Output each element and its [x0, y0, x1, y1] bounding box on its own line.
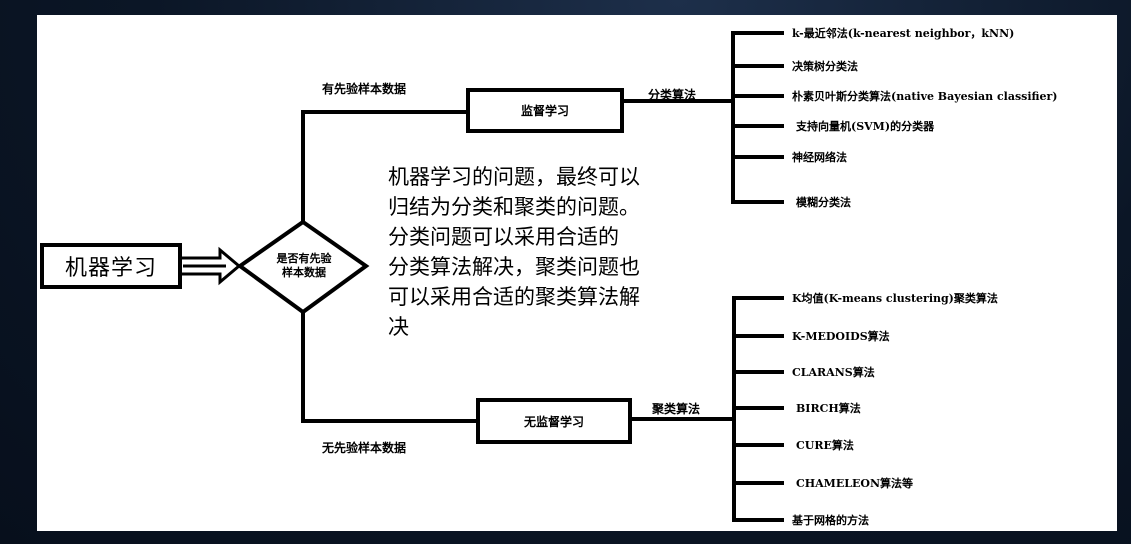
leaf-classification-5: 神经网络法 — [792, 151, 847, 164]
edge-label-supervised: 有先验样本数据 — [322, 82, 407, 96]
summary-note-line: 决 — [388, 315, 409, 339]
decision-label: 是否有先验 样本数据 — [262, 252, 346, 280]
decision-label-line2: 样本数据 — [282, 266, 326, 279]
summary-note-line: 分类问题可以采用合适的 — [388, 225, 619, 249]
leaf-clustering-4: BIRCH算法 — [796, 402, 861, 415]
leaf-clustering-6: CHAMELEON算法等 — [796, 477, 913, 490]
root-label: 机器学习 — [64, 256, 157, 281]
leaf-clustering-3: CLARANS算法 — [792, 366, 875, 379]
supervised-node: 监督学习 — [466, 88, 624, 133]
decision-label-line1: 是否有先验 — [276, 252, 332, 265]
leaf-classification-4: 支持向量机(SVM)的分类器 — [796, 120, 935, 133]
summary-note-line: 分类算法解决，聚类问题也 — [388, 255, 640, 279]
leaf-clustering-7: 基于网格的方法 — [792, 514, 869, 527]
leaf-clustering-2: K-MEDOIDS算法 — [792, 330, 890, 343]
leaf-classification-6: 模糊分类法 — [796, 196, 851, 209]
decision-diamond — [236, 219, 370, 315]
leaf-clustering-1: K均值(K-means clustering)聚类算法 — [792, 292, 998, 305]
leaf-classification-3: 朴素贝叶斯分类算法(native Bayesian classifier) — [792, 90, 1058, 103]
summary-note: 机器学习的问题，最终可以 归结为分类和聚类的问题。 分类问题可以采用合适的 分类… — [388, 162, 718, 342]
summary-note-line: 可以采用合适的聚类算法解 — [388, 285, 640, 309]
unsupervised-node: 无监督学习 — [476, 398, 632, 444]
leaf-clustering-5: CURE算法 — [796, 439, 854, 452]
leaf-classification-1: k-最近邻法(k-nearest neighbor，kNN) — [792, 27, 1015, 40]
arrow-root-to-decision — [178, 246, 242, 286]
leaf-classification-2: 决策树分类法 — [792, 60, 858, 73]
supervised-label: 监督学习 — [520, 104, 569, 118]
method-label-clustering: 聚类算法 — [652, 402, 701, 416]
edge-label-unsupervised: 无先验样本数据 — [322, 441, 407, 455]
summary-note-line: 机器学习的问题，最终可以 — [388, 165, 640, 189]
unsupervised-label: 无监督学习 — [523, 414, 584, 429]
method-label-classification: 分类算法 — [648, 88, 697, 102]
root-node: 机器学习 — [40, 243, 182, 289]
summary-note-line: 归结为分类和聚类的问题。 — [388, 195, 640, 219]
